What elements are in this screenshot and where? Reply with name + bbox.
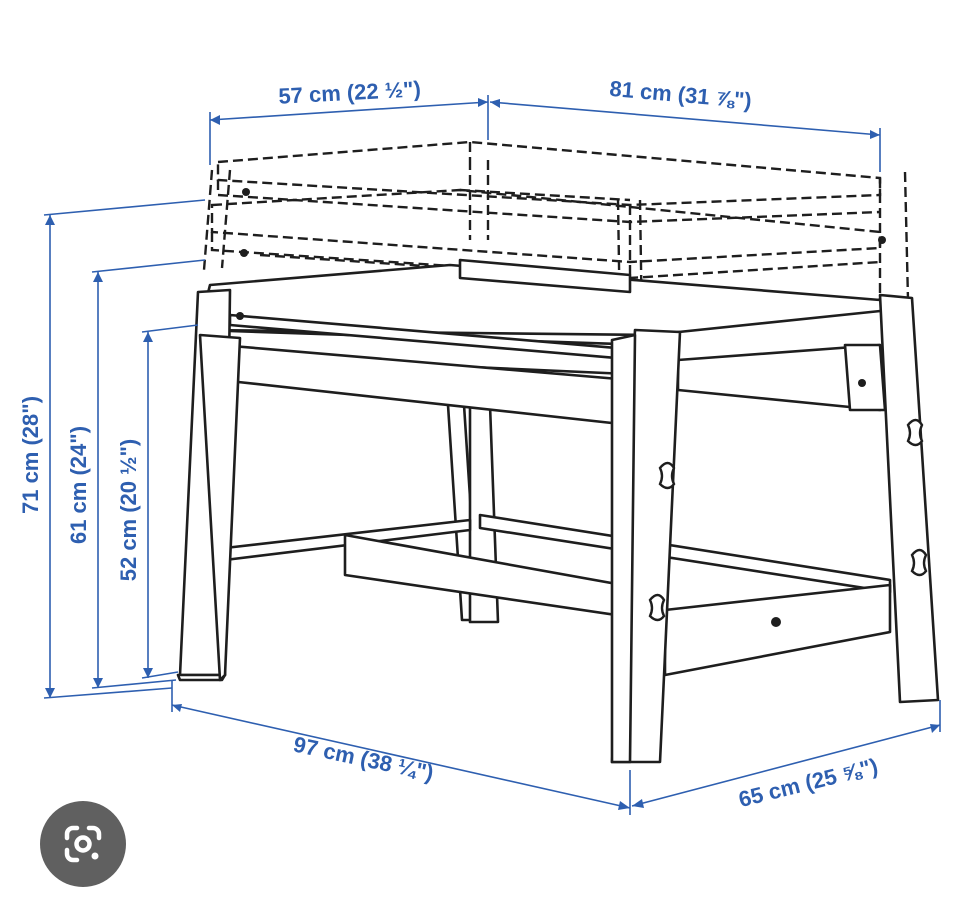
base-width-label: 97 cm (38 ¼") <box>291 732 436 786</box>
leg-details <box>648 418 928 622</box>
height-mid-label: 61 cm (24") <box>66 426 91 544</box>
top-width-label: 81 cm (31 ⅞") <box>609 76 753 113</box>
height-min-label: 52 cm (20 ½") <box>116 439 141 582</box>
ghost-dots <box>240 188 886 257</box>
bolt-dots <box>236 312 866 627</box>
lens-search-button[interactable] <box>40 801 126 887</box>
google-lens-icon <box>64 825 102 863</box>
desk-outline <box>176 258 940 764</box>
dimension-lines <box>43 95 941 815</box>
top-depth-label: 57 cm (22 ½") <box>278 76 422 108</box>
raised-top-ghost <box>202 140 910 331</box>
dimension-ticks <box>45 98 940 810</box>
height-max-label: 71 cm (28") <box>18 396 43 514</box>
base-depth-label: 65 cm (25 ⅝") <box>736 753 880 812</box>
